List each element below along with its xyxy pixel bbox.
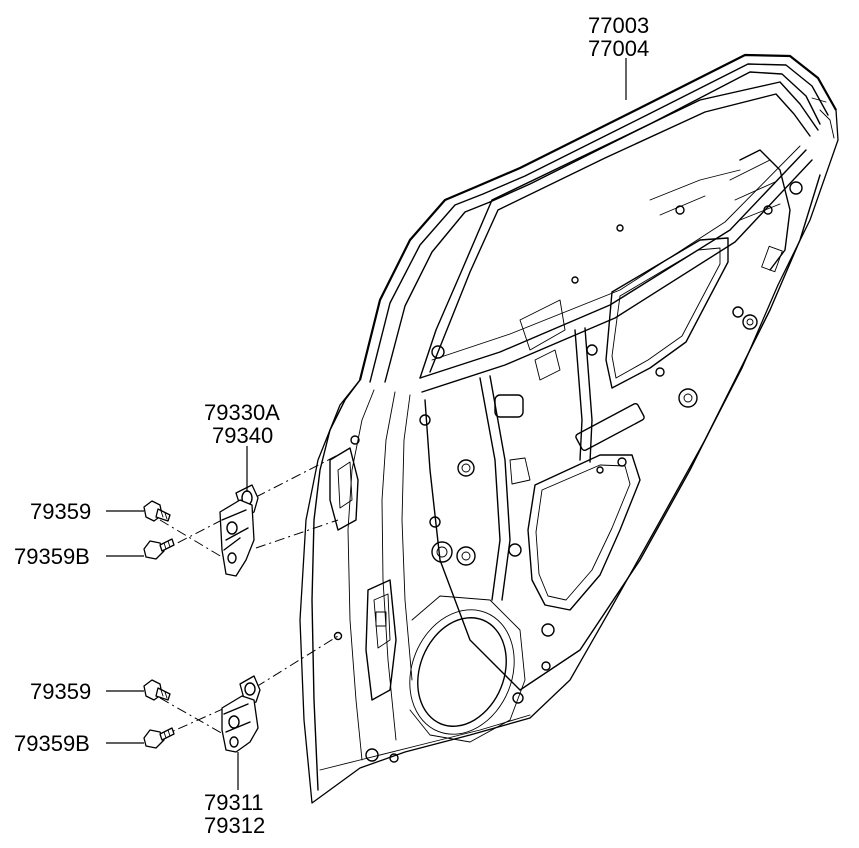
label-upper-hinge-a: 79330A bbox=[204, 400, 280, 425]
door-hinge-icon bbox=[221, 675, 261, 753]
hinge-bolt-icon bbox=[143, 538, 175, 560]
label-lower-hinge-a: 79311 bbox=[204, 790, 264, 815]
hinge-bolt-icon bbox=[143, 679, 171, 701]
label-upper-bolt-b: 79359B bbox=[14, 544, 90, 569]
panel-holes bbox=[333, 181, 803, 763]
hinge-bolt-icon bbox=[143, 500, 171, 522]
hinge-bolt-icon bbox=[143, 727, 175, 749]
label-frame-b: 77004 bbox=[588, 36, 649, 61]
label-lower-hinge-b: 79312 bbox=[204, 813, 265, 838]
label-upper-bolt: 79359 bbox=[30, 499, 91, 524]
label-frame-a: 77003 bbox=[588, 13, 649, 38]
door-hinge-icon bbox=[219, 484, 259, 577]
lower-door-hinge bbox=[221, 675, 261, 753]
label-lower-bolt: 79359 bbox=[30, 679, 91, 704]
rear-door-panel-icon bbox=[299, 53, 839, 804]
upper-door-hinge bbox=[219, 484, 259, 577]
label-upper-hinge-b: 79340 bbox=[212, 423, 273, 448]
label-lower-bolt-b: 79359B bbox=[14, 731, 90, 756]
